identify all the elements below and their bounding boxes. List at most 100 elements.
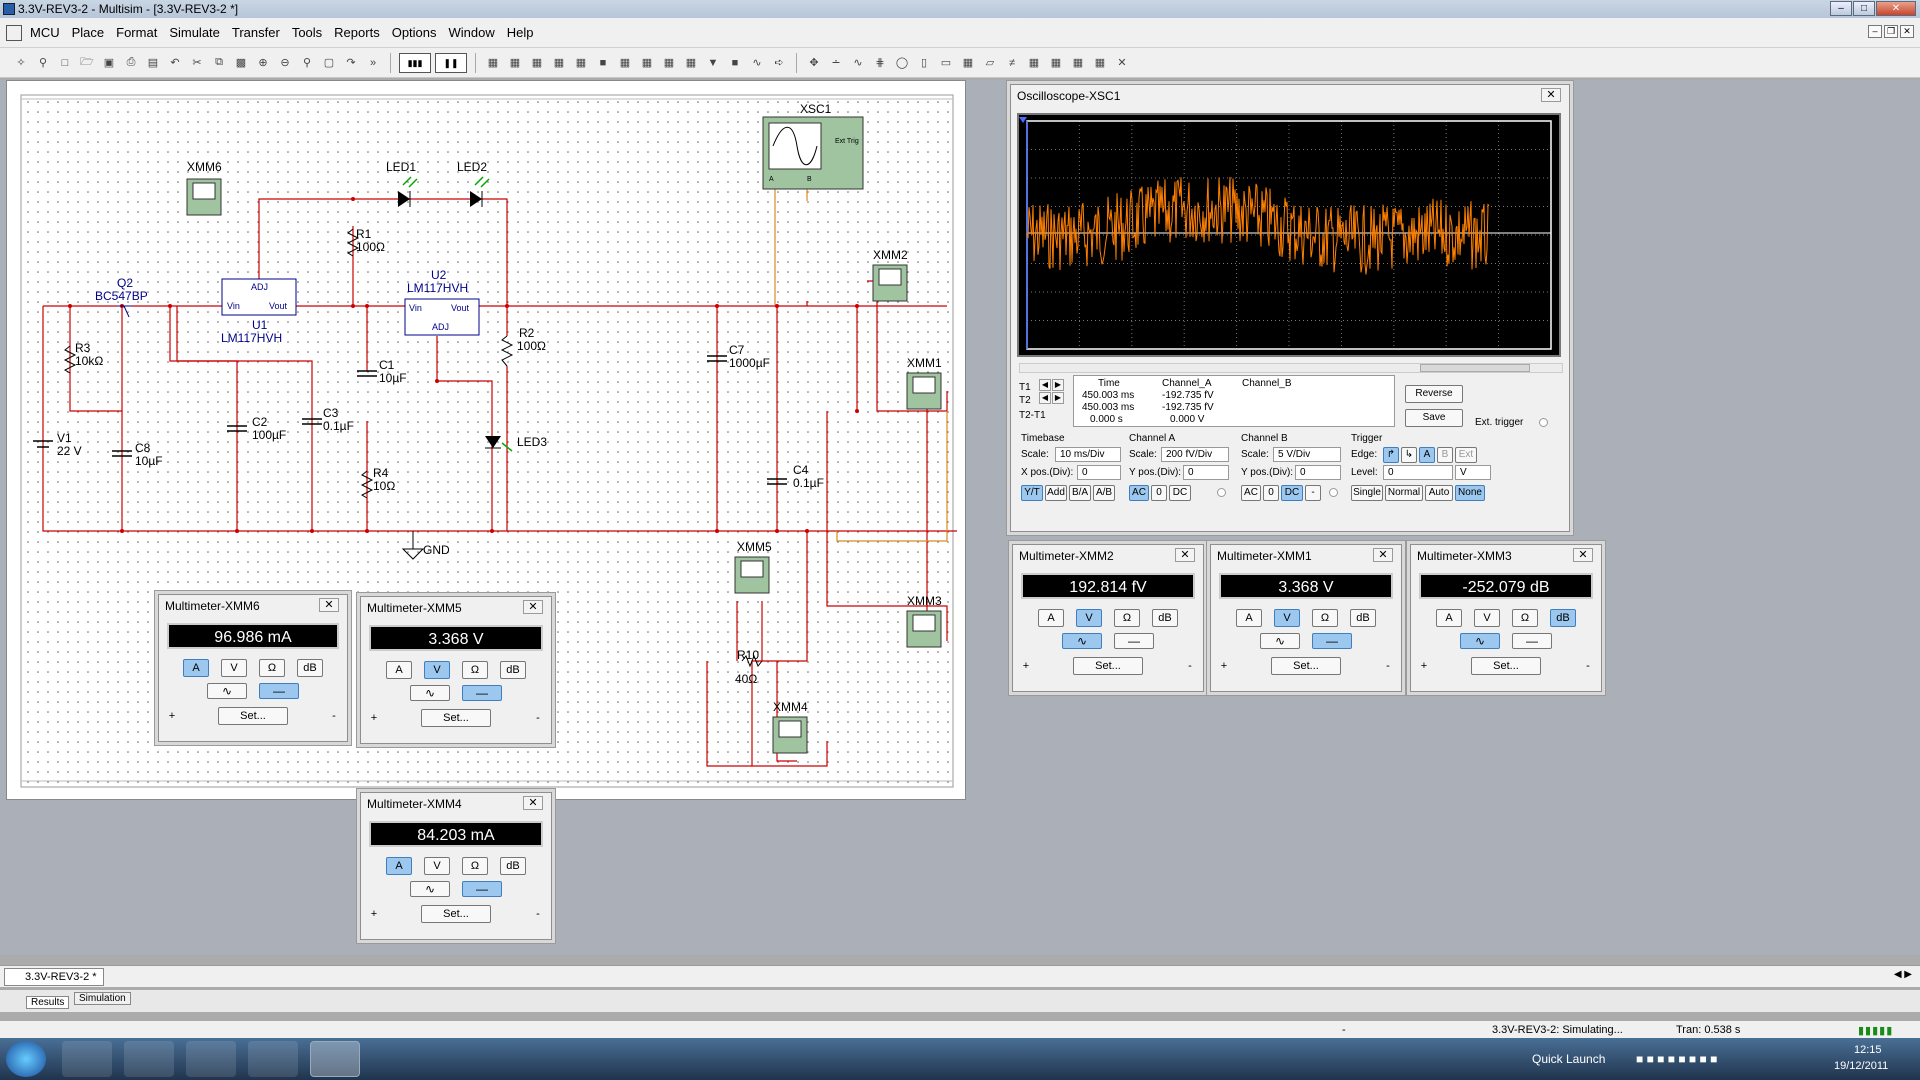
media-player-taskbar-icon[interactable] [124, 1041, 174, 1077]
place-sc-icon[interactable]: ▭ [940, 57, 952, 69]
maximize-button[interactable]: □ [1853, 1, 1875, 16]
xmm3-close-button[interactable]: ✕ [1573, 548, 1593, 562]
xmm5-volts-button[interactable]: V [424, 661, 450, 679]
xmm4-plus-terminal[interactable]: + [370, 908, 378, 920]
undo-icon[interactable]: ↶ [170, 57, 180, 69]
zoom-area-icon[interactable]: ⚲ [38, 57, 48, 69]
xmm2-minus-terminal[interactable]: - [1188, 660, 1192, 672]
erc-icon[interactable]: ▦ [663, 57, 675, 69]
tab-results[interactable]: Results [26, 996, 70, 1009]
normal-button[interactable]: Normal [1385, 485, 1423, 501]
timebase-scale-input[interactable]: 10 ms/Div [1055, 447, 1121, 462]
redo-icon[interactable]: ↷ [346, 57, 356, 69]
xmm5-minus-terminal[interactable]: - [536, 712, 540, 724]
app-taskbar-icon[interactable] [248, 1041, 298, 1077]
xmm1-set-button[interactable]: Set... [1271, 657, 1341, 675]
edge-b-button[interactable]: B [1437, 447, 1453, 463]
document-icon[interactable] [6, 24, 22, 41]
xmm3-volts-button[interactable]: V [1474, 609, 1500, 627]
oscilloscope-window[interactable]: Oscilloscope-XSC1✕ T1 T2 T2-T1 [1010, 84, 1570, 532]
new-file-icon[interactable]: □ [61, 56, 69, 69]
xmm1-volts-button[interactable]: V [1274, 609, 1300, 627]
menu-window[interactable]: Window [448, 25, 495, 40]
save-button[interactable]: Save [1405, 409, 1463, 427]
run-indicator[interactable]: ▮▮▮ [399, 52, 431, 73]
menu-simulate[interactable]: Simulate [169, 25, 220, 40]
xmm6-symbol[interactable] [186, 178, 222, 216]
place-ladder-icon[interactable]: ◯ [895, 57, 909, 69]
chb-dc-button[interactable]: DC [1281, 485, 1303, 501]
overflow-icon[interactable]: » [369, 56, 377, 69]
xmm3-ac-mode-icon[interactable]: ∿ [1460, 633, 1500, 649]
cha-dc-button[interactable]: DC [1169, 485, 1191, 501]
edge-a-button[interactable]: A [1419, 447, 1435, 463]
xmm5-db-button[interactable]: dB [500, 661, 526, 679]
yt-button[interactable]: Y/T [1021, 485, 1043, 501]
oscilloscope-close-button[interactable]: ✕ [1541, 88, 1561, 102]
print-preview-icon[interactable]: ▤ [147, 57, 159, 69]
quick-launch-label[interactable]: Quick Launch [1532, 1052, 1606, 1066]
xmm6-amps-button[interactable]: A [183, 659, 209, 677]
xmm6-plus-terminal[interactable]: + [168, 710, 176, 722]
xmm6-volts-button[interactable]: V [221, 659, 247, 677]
place-connector-icon[interactable]: ⋕ [875, 57, 885, 69]
chb-scale-input[interactable]: 5 V/Div [1273, 447, 1341, 462]
place-graphics-icon[interactable]: ▱ [985, 57, 995, 69]
tray-icons[interactable]: ■ ■ ■ ■ ■ ■ ■ ■ [1636, 1052, 1718, 1066]
xmm3-symbol[interactable] [906, 610, 942, 648]
xmm3-minus-terminal[interactable]: - [1586, 660, 1590, 672]
compare-icon[interactable]: ▦ [685, 57, 697, 69]
oscilloscope-screen[interactable] [1017, 113, 1561, 357]
xmm2-set-button[interactable]: Set... [1073, 657, 1143, 675]
xmm2-ac-mode-icon[interactable]: ∿ [1062, 633, 1102, 649]
xmm4-minus-terminal[interactable]: - [536, 908, 540, 920]
xmm4-set-button[interactable]: Set... [421, 905, 491, 923]
xmm5-amps-button[interactable]: A [386, 661, 412, 679]
auto-button[interactable]: Auto [1425, 485, 1453, 501]
component-icon[interactable]: ▦ [553, 57, 565, 69]
zoom-fit-icon[interactable]: ⚲ [302, 57, 312, 69]
menu-help[interactable]: Help [506, 25, 534, 40]
t2-left-arrow-icon[interactable]: ◀ [1039, 392, 1051, 404]
xmm3-db-button[interactable]: dB [1550, 609, 1576, 627]
bom-icon[interactable]: ▦ [575, 57, 587, 69]
copy-icon[interactable]: ⧉ [215, 56, 223, 68]
place-wire-icon[interactable]: ∿ [853, 57, 863, 69]
pause-button[interactable]: ❚❚ [435, 52, 467, 73]
cha-zero-button[interactable]: 0 [1151, 485, 1167, 501]
document-tab[interactable]: 3.3V-REV3-2 * [4, 968, 104, 986]
xmm4-symbol[interactable] [772, 716, 808, 754]
wire-icon[interactable]: ➪ [774, 57, 784, 69]
xmm1-dc-mode-icon[interactable]: — [1312, 633, 1352, 649]
menu-place[interactable]: Place [71, 25, 105, 40]
xmm4-amps-button[interactable]: A [386, 857, 412, 875]
xmm5-set-button[interactable]: Set... [421, 709, 491, 727]
single-button[interactable]: Single [1351, 485, 1383, 501]
tab-scroll-arrows-icon[interactable]: ◀ ▶ [1893, 969, 1912, 980]
xmm6-ohms-button[interactable]: Ω [259, 659, 285, 677]
cha-ypos-input[interactable]: 0 [1183, 465, 1229, 480]
xmm1-plus-terminal[interactable]: + [1220, 660, 1228, 672]
xmm4-ohms-button[interactable]: Ω [462, 857, 488, 875]
scrollbar-thumb[interactable] [1420, 364, 1530, 372]
xmm4-close-button[interactable]: ✕ [523, 796, 543, 810]
xmm6-set-button[interactable]: Set... [218, 707, 288, 725]
menu-mcu[interactable]: MCU [30, 25, 60, 40]
cha-ac-button[interactable]: AC [1129, 485, 1149, 501]
xmm2-volts-button[interactable]: V [1076, 609, 1102, 627]
xmm5-ohms-button[interactable]: Ω [462, 661, 488, 679]
menu-options[interactable]: Options [391, 25, 437, 40]
place-comment-icon[interactable]: ≠ [1008, 56, 1016, 69]
database-icon[interactable]: ▦ [531, 57, 543, 69]
none-button[interactable]: None [1455, 485, 1485, 501]
xmm1-ohms-button[interactable]: Ω [1312, 609, 1338, 627]
led1-symbol[interactable] [398, 191, 410, 207]
xmm6-ac-mode-icon[interactable]: ∿ [207, 683, 247, 699]
multisim-taskbar-icon[interactable] [310, 1041, 360, 1077]
led2-symbol[interactable] [470, 191, 482, 207]
xmm5-ac-mode-icon[interactable]: ∿ [410, 685, 450, 701]
place-junction-icon[interactable]: ✥ [809, 57, 819, 69]
